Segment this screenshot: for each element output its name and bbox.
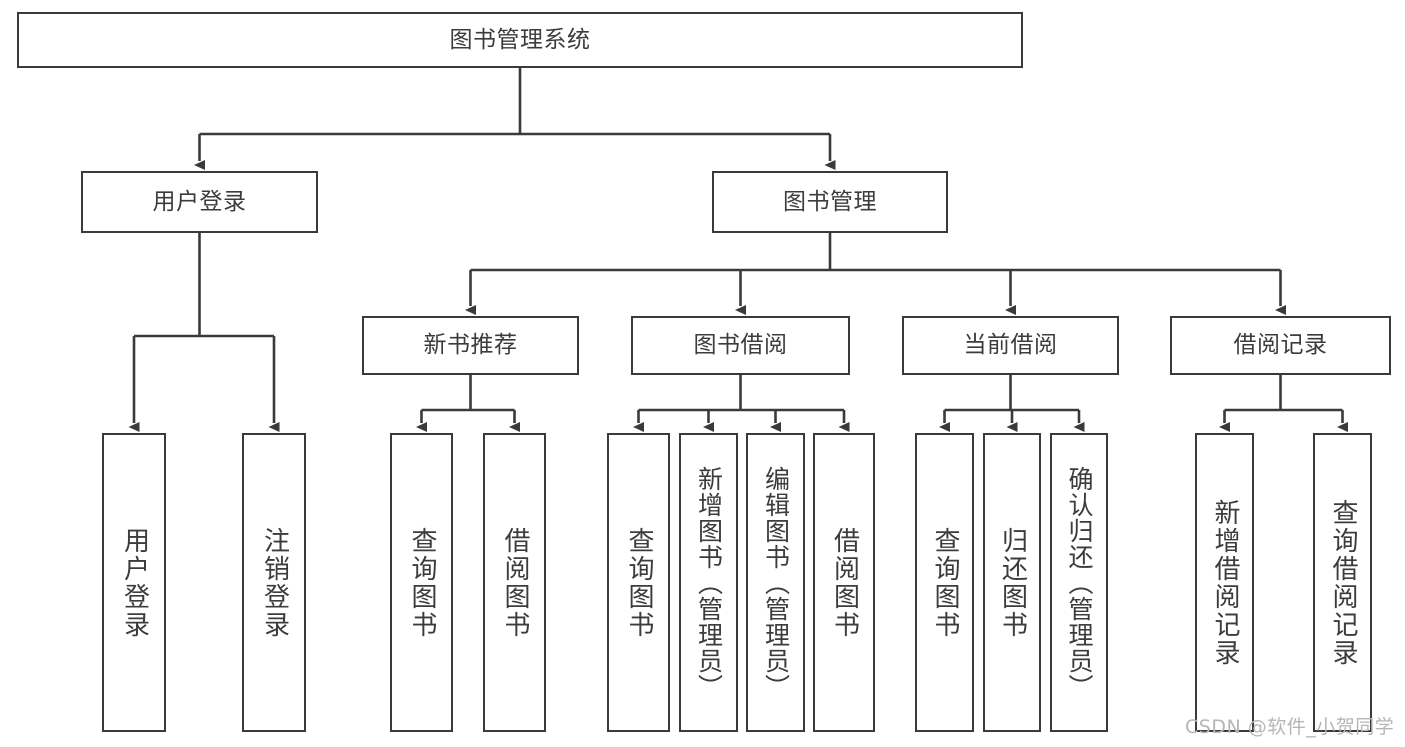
node-leaf-borrow-book-2[interactable]: 借阅图书 xyxy=(813,433,875,732)
node-l3-new-book-rec[interactable]: 新书推荐 xyxy=(362,316,579,375)
node-label: 确认归还（管理员） xyxy=(1065,465,1094,700)
node-label: 当前借阅 xyxy=(963,332,1058,359)
node-label: 注销登录 xyxy=(259,526,290,639)
node-leaf-confirm-return[interactable]: 确认归还（管理员） xyxy=(1050,433,1108,732)
node-l3-book-borrow[interactable]: 图书借阅 xyxy=(631,316,850,375)
node-leaf-borrow-book-1[interactable]: 借阅图书 xyxy=(483,433,546,732)
node-label: 新书推荐 xyxy=(423,332,518,359)
node-label: 查询图书 xyxy=(930,526,961,639)
node-label: 归还图书 xyxy=(997,526,1028,639)
node-leaf-add-record[interactable]: 新增借阅记录 xyxy=(1195,433,1254,732)
node-label: 查询图书 xyxy=(624,526,655,639)
node-leaf-logout[interactable]: 注销登录 xyxy=(242,433,306,732)
node-label: 新增图书（管理员） xyxy=(694,465,724,700)
node-label: 编辑图书（管理员） xyxy=(761,465,791,700)
node-label: 用户登录 xyxy=(152,188,247,215)
node-label: 新增借阅记录 xyxy=(1210,498,1241,667)
node-label: 借阅图书 xyxy=(829,526,860,639)
node-label: 图书管理 xyxy=(783,188,877,215)
node-leaf-add-book[interactable]: 新增图书（管理员） xyxy=(679,433,738,732)
node-label: 图书管理系统 xyxy=(449,26,591,53)
node-l3-borrow-record[interactable]: 借阅记录 xyxy=(1170,316,1391,375)
node-label: 查询图书 xyxy=(407,526,438,639)
node-label: 用户登录 xyxy=(119,526,150,639)
node-label: 借阅图书 xyxy=(500,526,531,639)
node-leaf-query-book-1[interactable]: 查询图书 xyxy=(390,433,453,732)
node-leaf-user-login[interactable]: 用户登录 xyxy=(102,433,166,732)
node-leaf-query-book-3[interactable]: 查询图书 xyxy=(915,433,974,732)
node-leaf-edit-book[interactable]: 编辑图书（管理员） xyxy=(746,433,805,732)
node-l3-current-borrow[interactable]: 当前借阅 xyxy=(902,316,1119,375)
node-root[interactable]: 图书管理系统 xyxy=(17,12,1023,68)
csdn-watermark: CSDN @软件_小贺同学 xyxy=(1185,716,1395,738)
node-leaf-return-book[interactable]: 归还图书 xyxy=(983,433,1041,732)
node-l2-book-mgmt[interactable]: 图书管理 xyxy=(712,171,948,233)
node-leaf-query-record[interactable]: 查询借阅记录 xyxy=(1313,433,1372,732)
node-label: 借阅记录 xyxy=(1233,332,1328,359)
node-leaf-query-book-2[interactable]: 查询图书 xyxy=(607,433,670,732)
node-label: 图书借阅 xyxy=(693,332,788,359)
node-l2-user-login[interactable]: 用户登录 xyxy=(81,171,318,233)
node-label: 查询借阅记录 xyxy=(1328,498,1359,667)
